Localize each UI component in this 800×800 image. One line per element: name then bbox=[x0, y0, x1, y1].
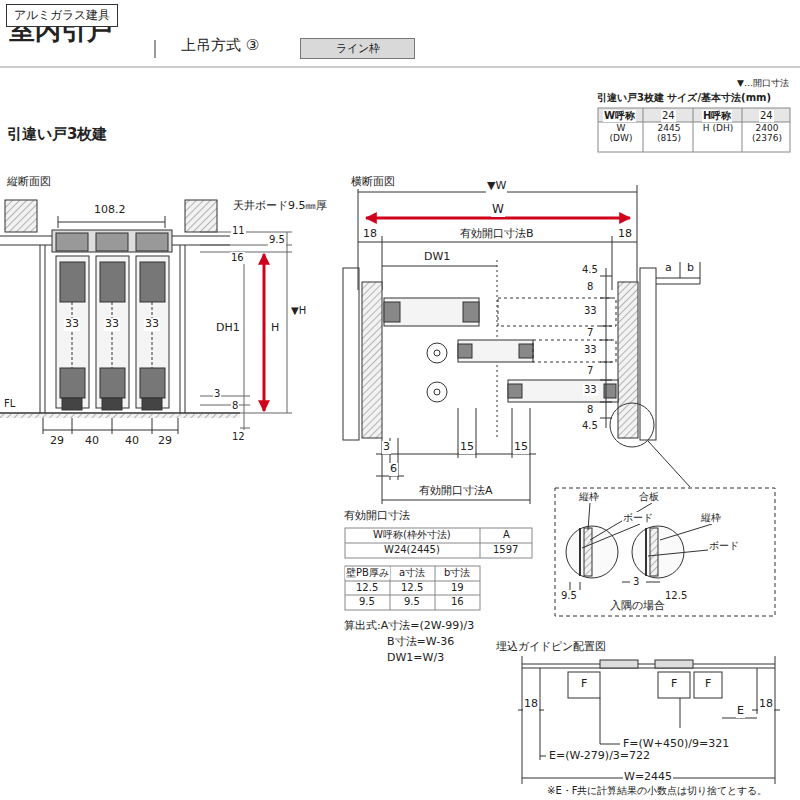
dimension-label: 9.5 bbox=[358, 596, 376, 608]
dimension-label: 6 bbox=[389, 463, 398, 476]
dimension-label: 9.5 bbox=[560, 590, 578, 602]
dimension-label: DW1=W/3 bbox=[386, 652, 445, 665]
dimension-label: 3 bbox=[382, 441, 391, 454]
dimension-label: ▼H bbox=[290, 305, 307, 317]
dimension-label: B寸法=W-36 bbox=[386, 636, 455, 649]
dimension-label: ※E・F共に計算結果の小数点は切り捨てとする。 bbox=[546, 785, 768, 797]
dimension-label: 3 bbox=[632, 576, 640, 588]
dimension-label: E=(W-279)/3=722 bbox=[548, 750, 651, 763]
dimension-label: 引違い戸3枚建 サイズ/基本寸法(mm) bbox=[596, 92, 772, 104]
dimension-label: 40 bbox=[84, 435, 100, 448]
dimension-label: 16 bbox=[230, 252, 245, 264]
dimension-label: 18 bbox=[362, 228, 378, 241]
dimension-label: b寸法 bbox=[443, 567, 471, 579]
dimension-label: 40 bbox=[124, 435, 140, 448]
dimension-label: b bbox=[686, 262, 695, 275]
dimension-label: 24 bbox=[661, 110, 676, 122]
dimension-label: 埋込ガイドピン配置図 bbox=[495, 641, 607, 654]
dimension-label: 引違い戸3枚建 bbox=[6, 126, 108, 143]
dimension-label: 8 bbox=[586, 281, 594, 293]
dimension-label: 3 bbox=[213, 388, 221, 400]
node-text: アルミガラス建具 bbox=[13, 7, 111, 24]
dimension-label: 入隅の場合 bbox=[609, 600, 666, 613]
dimension-label: ▼…開口寸法 bbox=[736, 78, 790, 88]
dimension-label: F bbox=[670, 678, 678, 691]
dimension-label: 33 bbox=[144, 318, 160, 331]
dimension-label: 8 bbox=[231, 400, 239, 412]
dimension-label: 15 bbox=[459, 441, 475, 454]
dimension-label: ボード bbox=[622, 512, 654, 524]
dimension-label: H (DH) bbox=[701, 124, 735, 134]
dimension-label: 18 bbox=[758, 698, 774, 711]
dimension-label: A bbox=[502, 529, 511, 541]
dimension-label: 33 bbox=[583, 344, 598, 356]
frame-type-badge: ライン枠 bbox=[300, 38, 415, 59]
dimension-label: 18 bbox=[523, 698, 539, 711]
dimension-label: 29 bbox=[49, 435, 65, 448]
dimension-label: a bbox=[664, 262, 673, 275]
dimension-label: 33 bbox=[104, 318, 120, 331]
dimension-label: 2400 (2376) bbox=[745, 124, 789, 144]
dimension-label: ▼W bbox=[486, 180, 507, 193]
dimension-label: 縦断面図 bbox=[6, 176, 52, 189]
dimension-label: 4.5 bbox=[581, 264, 599, 276]
dimension-label: 33 bbox=[583, 384, 598, 396]
dimension-label: 縦枠 bbox=[700, 512, 722, 524]
dimension-label: W呼称(枠外寸法) bbox=[372, 529, 452, 541]
dimension-label: 有効開口寸法 bbox=[343, 510, 411, 523]
dimension-label: W=2445 bbox=[623, 771, 673, 784]
dimension-label: a寸法 bbox=[398, 567, 426, 579]
dimension-label: 29 bbox=[157, 435, 173, 448]
dimension-label: 7 bbox=[586, 327, 594, 339]
dimension-label: 8 bbox=[586, 404, 594, 416]
dimension-label: 33 bbox=[583, 305, 598, 317]
dimension-label: 縦枠 bbox=[578, 491, 600, 503]
dimension-label: W呼称 bbox=[603, 110, 636, 122]
dimension-label: F=(W+450)/9=321 bbox=[622, 738, 730, 751]
dimension-label: 1597 bbox=[492, 544, 519, 556]
dimension-label: W bbox=[491, 203, 505, 217]
dimension-label: 9.5 bbox=[268, 234, 286, 246]
dimension-label: 19 bbox=[450, 582, 465, 594]
dimension-label: 24 bbox=[759, 110, 774, 122]
dimension-label: 有効開口寸法A bbox=[418, 485, 494, 498]
dimension-label: 7 bbox=[586, 365, 594, 377]
dimension-label: 108.2 bbox=[93, 204, 127, 217]
dimension-label: 2445 (815) bbox=[648, 124, 690, 144]
dimension-label: 9.5 bbox=[403, 596, 421, 608]
dimension-label: F bbox=[704, 678, 712, 691]
dimension-label: 18 bbox=[617, 228, 633, 241]
dimension-label: 合板 bbox=[638, 491, 660, 503]
dimension-label: E bbox=[736, 705, 745, 718]
dimension-label: H bbox=[270, 322, 280, 335]
dimension-label: 上吊方式 ③ bbox=[180, 37, 260, 54]
dimension-label: 4.5 bbox=[581, 420, 599, 432]
dimension-label: DH1 bbox=[215, 322, 241, 335]
dimension-label: 15 bbox=[513, 441, 529, 454]
dimension-label: F bbox=[580, 678, 588, 691]
node-text: ライン枠 bbox=[307, 41, 408, 56]
dimension-label: 12.5 bbox=[664, 590, 688, 602]
dimension-label: ボード bbox=[708, 540, 740, 552]
dimension-label: W24(2445) bbox=[383, 544, 441, 556]
dimension-label: W (DW) bbox=[604, 124, 638, 144]
dimension-label: 有効開口寸法B bbox=[459, 228, 535, 241]
dimension-label: H呼称 bbox=[702, 110, 732, 122]
dimension-label: FL bbox=[3, 398, 16, 410]
dimension-label: 33 bbox=[64, 318, 80, 331]
dimension-label: 12 bbox=[231, 431, 246, 443]
dimension-label: 天井ボード9.5㎜厚 bbox=[232, 200, 329, 213]
dimension-label: 11 bbox=[231, 225, 246, 237]
dimension-label: 12.5 bbox=[400, 582, 424, 594]
dimension-label: 16 bbox=[450, 596, 465, 608]
dimension-label: 壁PB厚み bbox=[345, 567, 390, 579]
dimension-label: 横断面図 bbox=[350, 176, 396, 189]
category-tag: アルミガラス建具 bbox=[6, 4, 118, 27]
dimension-label: 算出式:A寸法=(2W-99)/3 bbox=[343, 620, 475, 633]
dimension-label: DW1 bbox=[423, 251, 451, 264]
dimension-label: 12.5 bbox=[355, 582, 379, 594]
